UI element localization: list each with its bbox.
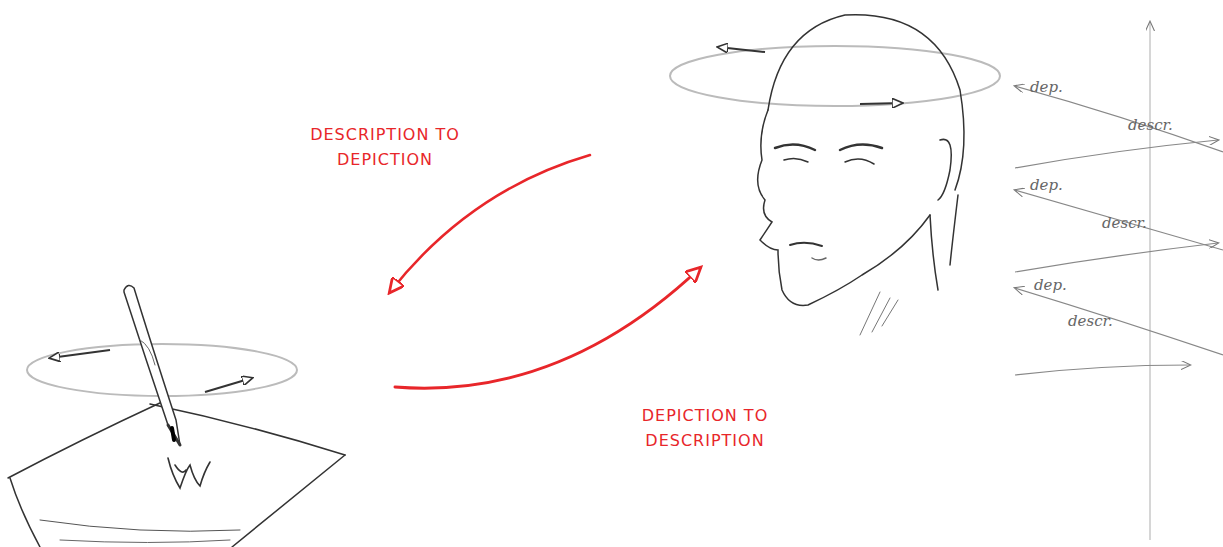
arrow-label: DESCRIPTION TO DEPICTION <box>300 122 470 172</box>
flow-arrow <box>395 268 700 388</box>
helix-label: descr. <box>1128 116 1208 134</box>
rotation-arrow <box>860 103 902 104</box>
pen-sketch <box>124 285 180 445</box>
helix-label: dep. <box>1034 276 1114 294</box>
helix-label: descr. <box>1068 312 1148 330</box>
helix-label: dep. <box>1030 176 1110 194</box>
helix-label: dep. <box>1030 78 1110 96</box>
arrow-label: DEPICTION TO DESCRIPTION <box>620 403 790 453</box>
rotation-arrow <box>718 47 765 52</box>
helix-diagram <box>1015 22 1223 540</box>
helix-label: descr. <box>1102 214 1182 232</box>
rotation-ellipse <box>670 46 1000 106</box>
head-sketch <box>758 15 964 335</box>
rotation-arrow <box>205 378 252 392</box>
flow-arrow <box>390 155 590 292</box>
rotation-arrow <box>50 350 110 358</box>
scribble <box>168 458 210 488</box>
